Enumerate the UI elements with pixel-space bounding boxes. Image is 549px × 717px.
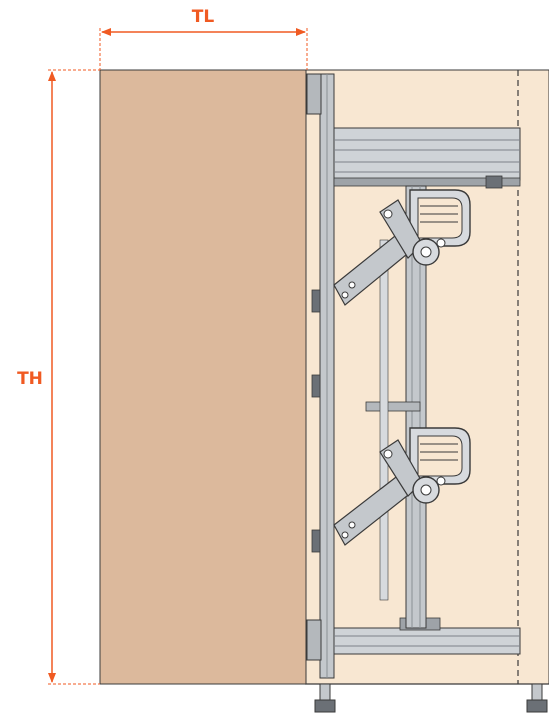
height-label: TH <box>17 369 43 389</box>
central-column <box>365 185 427 629</box>
width-label: TL <box>192 7 215 27</box>
height-dimension: TH <box>17 69 100 685</box>
top-runner-rail <box>333 127 521 189</box>
upper-mechanism <box>333 189 471 306</box>
bottom-runner-rail <box>333 617 521 655</box>
door-panel <box>99 69 307 685</box>
center-crossbar <box>365 401 421 412</box>
front-frame-post <box>306 73 335 679</box>
lower-mechanism <box>333 427 471 546</box>
front-leveling-foot <box>314 683 336 713</box>
rear-leveling-foot <box>526 683 548 713</box>
width-dimension: TL <box>99 7 308 70</box>
